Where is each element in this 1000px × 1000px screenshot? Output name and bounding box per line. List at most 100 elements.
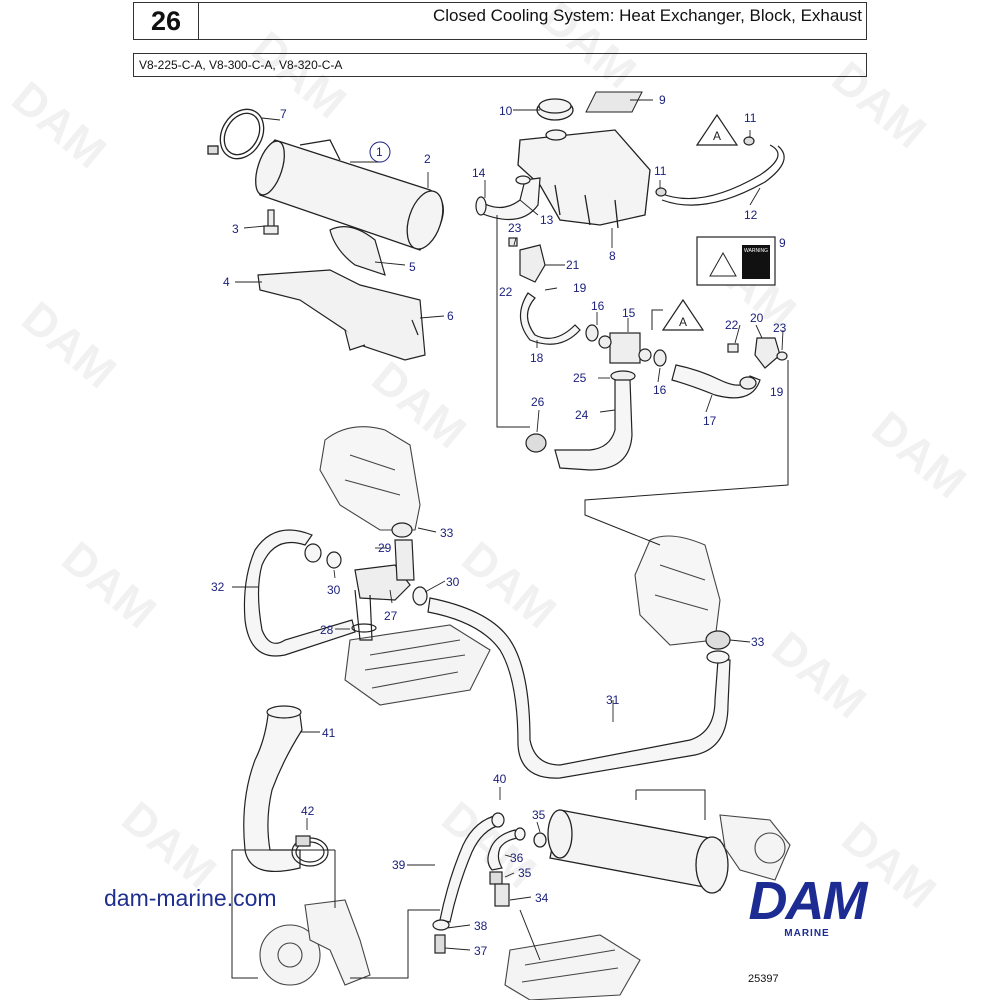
- intake-manifold: [504, 934, 641, 1000]
- callout-7: 7: [280, 107, 287, 121]
- label-tag: [585, 91, 643, 113]
- document-number: 25397: [748, 973, 779, 985]
- hose-clamp: [207, 108, 265, 160]
- hose-36: [487, 827, 526, 907]
- callout-12: 12: [744, 208, 758, 222]
- intake-manifold: [344, 624, 491, 706]
- callout-32: 32: [211, 580, 225, 594]
- callout-leaders: [232, 99, 784, 951]
- callout-4: 4: [223, 275, 230, 289]
- logo-main-text: DAM: [748, 871, 868, 931]
- callout-31: 31: [606, 693, 620, 707]
- watermark: DAM: [822, 51, 936, 158]
- watermark: DAM: [762, 621, 876, 728]
- callout-37: 37: [474, 944, 488, 958]
- callout-30: 30: [327, 583, 341, 597]
- callout-3: 3: [232, 222, 239, 236]
- callout-33b: 33: [751, 635, 765, 649]
- callout-20: 20: [750, 311, 764, 325]
- callout-11: 11: [744, 111, 757, 125]
- overflow-hose: [655, 136, 785, 206]
- heat-exchanger: [255, 139, 444, 251]
- callout-10: 10: [499, 104, 513, 118]
- warning-label: WARNING: [696, 236, 776, 286]
- callout-16: 16: [591, 299, 605, 313]
- water-pump-housing: [351, 522, 415, 641]
- thermostat-housing: [508, 237, 546, 283]
- callout-27: 27: [384, 609, 398, 623]
- callout-35: 35: [518, 866, 532, 880]
- callout-9b: 9: [779, 236, 786, 250]
- temperature-sender: [727, 337, 788, 390]
- callout-16b: 16: [653, 383, 667, 397]
- watermark: DAM: [862, 401, 976, 508]
- callout-41: 41: [322, 726, 336, 740]
- watermark: DAM: [112, 791, 226, 898]
- callout-30b: 30: [446, 575, 460, 589]
- callout-6: 6: [447, 309, 454, 323]
- callout-36: 36: [510, 851, 524, 865]
- callout-34: 34: [535, 891, 549, 905]
- callout-14: 14: [472, 166, 486, 180]
- mounting-bracket: [257, 226, 426, 361]
- tee-connector: [585, 324, 667, 382]
- watermark-layer: DAM DAM DAM DAM DAM DAM DAM DAM DAM DAM …: [2, 0, 976, 918]
- hose-17: [671, 364, 761, 399]
- hose-31: [412, 586, 731, 779]
- model-list: V8-225-C-A, V8-300-C-A, V8-320-C-A: [133, 53, 867, 77]
- circulation-pump: [259, 899, 371, 986]
- callout-9: 9: [659, 93, 666, 107]
- callout-24: 24: [575, 408, 589, 422]
- callout-15: 15: [622, 306, 636, 320]
- callout-33: 33: [440, 526, 454, 540]
- exhaust-elbow: [719, 814, 791, 881]
- callout-19b: 19: [770, 385, 784, 399]
- callout-40: 40: [493, 772, 507, 786]
- dam-marine-logo: DAM MARINE: [717, 871, 897, 946]
- hose-heat-exchanger: [475, 175, 541, 221]
- callout-42: 42: [301, 804, 315, 818]
- section-marker-a: A: [661, 298, 705, 331]
- callout-2: 2: [424, 152, 431, 166]
- watermark: DAM: [242, 21, 356, 128]
- section-marker-a: A: [695, 113, 739, 146]
- callout-8: 8: [609, 249, 616, 263]
- website-link[interactable]: dam-marine.com: [104, 885, 277, 911]
- callout-26: 26: [531, 395, 545, 409]
- callout-29: 29: [378, 541, 392, 555]
- section-marker-label: A: [679, 315, 687, 329]
- page-title: Closed Cooling System: Heat Exchanger, B…: [198, 2, 867, 40]
- bolt: [263, 209, 279, 235]
- callout-1: 1: [376, 145, 383, 159]
- hose-32: [243, 529, 356, 657]
- exhaust-manifold: [634, 535, 721, 646]
- callout-19: 19: [573, 281, 587, 295]
- watermark: DAM: [12, 291, 126, 398]
- callout-13: 13: [540, 213, 554, 227]
- leader-lines: [496, 215, 789, 961]
- callout-39: 39: [392, 858, 406, 872]
- page-number: 26: [133, 2, 199, 40]
- callout-numbers: 1 2 3 4 5 6 7 8 9 9 10 11 11 12 13 14 15…: [211, 93, 787, 958]
- callout-23: 23: [508, 221, 522, 235]
- hose-39: [432, 812, 505, 954]
- watermark: DAM: [2, 71, 116, 178]
- hose-24: [525, 379, 633, 471]
- expansion-tank: [517, 98, 651, 229]
- callout-21: 21: [566, 258, 580, 272]
- callout-5: 5: [409, 260, 416, 274]
- section-marker-label: A: [713, 129, 721, 143]
- logo-sub-text: MARINE: [784, 928, 830, 939]
- callout-22: 22: [499, 285, 513, 299]
- hose-18: [519, 292, 581, 345]
- callout-17: 17: [703, 414, 717, 428]
- callout-28: 28: [320, 623, 334, 637]
- callout-25: 25: [573, 371, 587, 385]
- callout-11b: 11: [654, 164, 667, 178]
- exhaust-manifold: [319, 426, 421, 531]
- callout-23b: 23: [773, 321, 787, 335]
- muffler: [533, 809, 729, 894]
- hose-clamp: [291, 835, 329, 867]
- warning-text: WARNING: [744, 248, 768, 254]
